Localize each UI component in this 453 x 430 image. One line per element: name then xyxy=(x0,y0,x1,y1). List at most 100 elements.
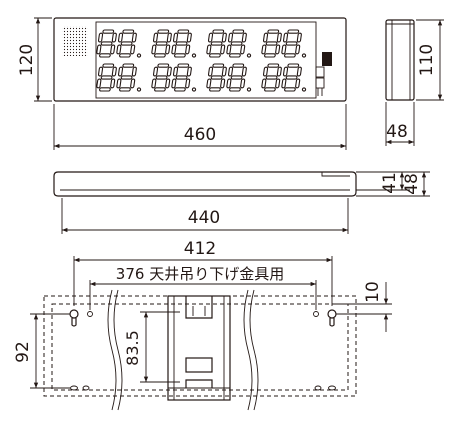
display-segment xyxy=(230,75,243,80)
display-segment xyxy=(265,75,278,80)
display-digit xyxy=(261,63,282,92)
display-segment xyxy=(240,78,246,89)
display-segment xyxy=(120,41,133,46)
display-segment xyxy=(171,44,177,55)
display-segment xyxy=(130,78,136,89)
display-segment xyxy=(186,32,192,43)
display-segment xyxy=(212,63,225,68)
display-segment xyxy=(155,41,168,46)
display-segment xyxy=(116,44,122,55)
display-segment xyxy=(221,32,227,43)
display-segment xyxy=(210,75,223,80)
display-segment xyxy=(282,32,289,43)
display-segment xyxy=(172,66,179,77)
display-digit xyxy=(116,63,137,92)
decimal-point xyxy=(246,87,252,92)
display-segment xyxy=(264,53,276,58)
display-segment xyxy=(262,66,269,77)
display-segment xyxy=(119,53,131,58)
display-segment xyxy=(96,78,102,89)
display-segment xyxy=(209,53,221,58)
display-segment xyxy=(241,32,247,43)
display-segment xyxy=(220,78,226,89)
display-segment xyxy=(230,41,243,46)
display-segment xyxy=(229,87,241,92)
display-segment xyxy=(226,78,232,89)
display-digit xyxy=(281,29,302,58)
mount-offset-label: 10 xyxy=(363,281,383,303)
display-segment xyxy=(240,44,246,55)
display-segment xyxy=(122,29,135,34)
display-segment xyxy=(130,44,136,55)
display-segment xyxy=(186,66,192,77)
display-segment xyxy=(175,75,188,80)
display-segment xyxy=(174,53,186,58)
display-segment xyxy=(207,32,214,43)
display-segment xyxy=(206,44,212,55)
display-segment xyxy=(295,78,301,89)
display-segment xyxy=(287,29,300,34)
display-segment xyxy=(177,63,190,68)
display-segment xyxy=(111,32,117,43)
display-segment xyxy=(209,87,221,92)
display-segment xyxy=(221,66,227,77)
display-digit xyxy=(171,29,192,58)
display-segment xyxy=(285,75,298,80)
speaker-grille xyxy=(62,26,88,56)
display-digit xyxy=(151,29,172,58)
display-segment xyxy=(157,63,170,68)
display-segment xyxy=(172,32,179,43)
display-segment xyxy=(110,44,116,55)
display-digit xyxy=(261,29,282,58)
display-segment xyxy=(102,29,115,34)
display-segment xyxy=(267,29,280,34)
decimal-point xyxy=(191,87,197,92)
display-segment xyxy=(99,53,111,58)
display-segment xyxy=(282,66,289,77)
display-segment xyxy=(116,78,122,89)
decimal-point xyxy=(301,53,307,58)
bottom-holes xyxy=(70,385,336,391)
display-segment xyxy=(152,66,159,77)
top-depth-outer-label: 48 xyxy=(402,173,422,195)
top-view: 41 48 440 xyxy=(53,171,430,234)
front-width-label: 460 xyxy=(184,125,216,145)
ceiling-pitch-label: 376 天井吊り下げ金具用 xyxy=(116,265,284,283)
display-segment xyxy=(96,44,102,55)
display-segment xyxy=(152,32,159,43)
decimal-point xyxy=(136,87,142,92)
display-segment xyxy=(281,78,287,89)
front-height-label: 120 xyxy=(17,44,37,76)
display-segment xyxy=(117,32,124,43)
display-segment xyxy=(154,87,166,92)
display-segment xyxy=(165,44,171,55)
display-segment xyxy=(97,66,104,77)
display-segment xyxy=(171,78,177,89)
side-view: 110 48 xyxy=(385,19,444,146)
display-digit xyxy=(171,63,192,92)
display-segment xyxy=(100,75,113,80)
side-depth-label: 48 xyxy=(386,122,408,142)
bracket-height-label: 83.5 xyxy=(123,330,142,366)
display-segment xyxy=(284,87,296,92)
display-segment xyxy=(165,78,171,89)
display-digit xyxy=(226,29,247,58)
display-segment xyxy=(102,63,115,68)
keyhole-left xyxy=(69,309,79,327)
display-digit xyxy=(206,29,227,58)
display-digit xyxy=(96,63,117,92)
display-segment xyxy=(232,63,245,68)
display-segment xyxy=(281,44,287,55)
display-segment xyxy=(285,41,298,46)
decimal-point xyxy=(301,87,307,92)
display-segment xyxy=(185,44,191,55)
display-segment xyxy=(120,75,133,80)
keyhole-right xyxy=(327,309,337,327)
display-segment xyxy=(284,53,296,58)
display-digit xyxy=(151,63,172,92)
display-segment xyxy=(212,29,225,34)
side-height-label: 110 xyxy=(417,44,437,76)
display-segment xyxy=(151,44,157,55)
display-segment xyxy=(157,29,170,34)
display-segment xyxy=(99,87,111,92)
